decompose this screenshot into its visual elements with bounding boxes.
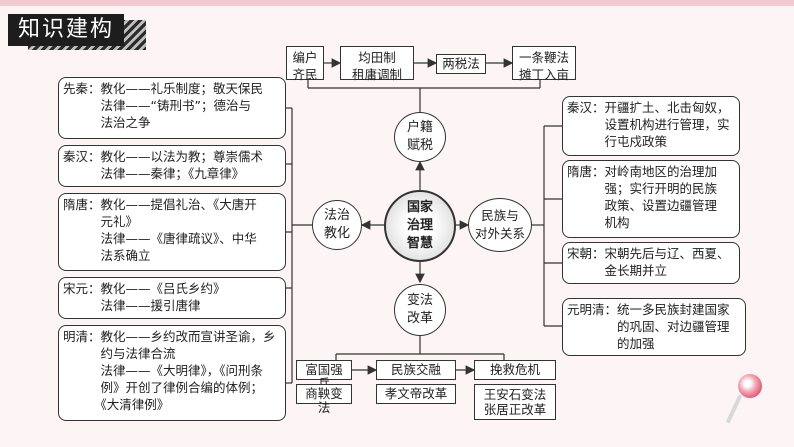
page-title: 知识建构 xyxy=(8,14,125,46)
right-box-qin-han: 秦汉：开疆扩土、北击匈奴， 设置机构进行管理，实 行屯戍政策 xyxy=(562,96,740,156)
right-box-2-line-1: 隋唐：对岭南地区的治理加 xyxy=(567,164,718,179)
left-box-4-line-2: 法律——援引唐律 xyxy=(63,298,201,313)
center-line-2: 治理 xyxy=(406,218,433,233)
node-ethnic-foreign: 民族与对外关系 xyxy=(468,198,532,252)
right-box-song: 宋朝：宋朝先后与辽、西夏、 金长期并立 xyxy=(562,242,740,284)
right-box-3-line-2: 金长期并立 xyxy=(567,263,668,278)
right-box-2-line-4: 机构 xyxy=(567,215,630,230)
bottom-chain-items-3: 王安石变法 张居正改革 xyxy=(474,384,556,420)
node-bottom-line-2: 改革 xyxy=(406,311,433,326)
left-box-5-line-1: 明清：教化——乡约改而宣讲圣谕，乡 xyxy=(63,329,276,344)
node-bottom-line-1: 变法 xyxy=(406,293,433,308)
node-left-line-1: 法治 xyxy=(323,208,350,223)
top-chain-3-line-1: 两税法 xyxy=(442,56,480,71)
right-box-4-line-3: 的加强 xyxy=(567,336,655,351)
right-box-2-line-3: 政策、设置边疆管理 xyxy=(567,198,718,213)
right-box-1-line-3: 行屯戍政策 xyxy=(567,134,668,149)
top-chain-4-line-1: 一条鞭法 xyxy=(518,50,569,65)
node-right-line-1: 民族与 xyxy=(481,208,519,223)
right-box-1-line-1: 秦汉：开疆扩土、北击匈奴， xyxy=(567,100,730,115)
bottom-chain-item-2-1: 孝文帝改革 xyxy=(376,384,456,404)
left-box-3-line-3: 法律——《唐律疏议》、中华 xyxy=(63,231,257,246)
left-box-3-line-4: 法系确立 xyxy=(63,248,151,263)
right-box-yuan-ming-qing: 元明清：统一多民族封建国家 的巩固、对边疆管理 的加强 xyxy=(562,298,746,356)
left-box-5-line-5: 《大清律例》 xyxy=(63,397,170,412)
left-box-2-line-2: 法律——秦律；《九章律》 xyxy=(63,166,245,181)
title-banner: 知识建构 xyxy=(8,14,158,50)
left-box-5-line-4: 例》开创了律例合编的体例； xyxy=(63,380,264,395)
left-box-5-line-3: 法律——《大明律》，《问刑条 xyxy=(63,363,264,378)
left-box-song-yuan: 宋元：教化——《吕氏乡约》 法律——援引唐律 xyxy=(58,277,286,319)
bottom-chain-item-1-1: 商鞅变法 xyxy=(296,384,352,415)
node-left-line-2: 教化 xyxy=(323,226,350,241)
top-chain-box-3: 两税法 xyxy=(436,54,486,74)
bottom-chain-item-3-2: 张居正改革 xyxy=(483,402,547,417)
node-reform: 变法改革 xyxy=(394,284,446,336)
node-household-tax: 户籍赋税 xyxy=(394,112,446,162)
bottom-chain-head-3: 挽救危机 xyxy=(474,360,556,380)
left-box-qin-han: 秦汉：教化——以法为教；尊崇儒术 法律——秦律；《九章律》 xyxy=(58,145,286,187)
bottom-chain-head-1: 富国强兵 xyxy=(296,360,352,391)
left-box-5-line-2: 约与法律合流 xyxy=(63,346,176,361)
top-chain-1-line-1: 编户 xyxy=(292,50,318,65)
top-chain-box-1: 编户 齐民 xyxy=(286,46,324,82)
top-chain-2-line-2: 租庸调制 xyxy=(351,67,402,82)
right-box-2-line-2: 强；实行开明的民族 xyxy=(567,181,718,196)
center-line-3: 智慧 xyxy=(406,236,433,251)
center-node: 国家 治理 智慧 xyxy=(384,190,456,262)
left-box-2-line-1: 秦汉：教化——以法为教；尊崇儒术 xyxy=(63,149,264,164)
top-chain-1-line-2: 齐民 xyxy=(292,67,318,82)
node-right-line-2: 对外关系 xyxy=(474,226,525,241)
top-chain-box-4: 一条鞭法 摊丁入亩 xyxy=(512,46,576,82)
node-top-line-1: 户籍 xyxy=(406,120,433,135)
right-box-4-line-2: 的巩固、对边疆管理 xyxy=(567,319,730,334)
left-box-1-line-3: 法治之争 xyxy=(63,115,151,130)
top-chain-box-2: 均田制 租庸调制 xyxy=(340,46,414,82)
top-accent-bar xyxy=(0,0,794,6)
left-box-1-line-2: 法律——“铸刑书”；德治与 xyxy=(63,98,251,113)
bottom-chain-item-3-1: 王安石变法 xyxy=(483,387,547,402)
node-top-line-2: 赋税 xyxy=(406,138,433,153)
left-box-3-line-1: 隋唐：教化——提倡礼治、《大唐开 xyxy=(63,197,257,212)
right-box-1-line-2: 设置机构进行管理，实 xyxy=(567,117,730,132)
left-box-3-line-2: 元礼》 xyxy=(63,214,139,229)
left-box-4-line-1: 宋元：教化——《吕氏乡约》 xyxy=(63,281,226,296)
bottom-chain-head-2: 民族交融 xyxy=(376,360,456,380)
top-chain-4-line-2: 摊丁入亩 xyxy=(518,67,569,82)
left-box-ming-qing: 明清：教化——乡约改而宣讲圣谕，乡 约与法律合流 法律——《大明律》，《问刑条 … xyxy=(58,325,286,421)
top-chain-2-line-1: 均田制 xyxy=(358,50,396,65)
center-line-1: 国家 xyxy=(406,200,433,215)
right-box-sui-tang: 隋唐：对岭南地区的治理加 强；实行开明的民族 政策、设置边疆管理 机构 xyxy=(562,160,740,238)
right-box-3-line-1: 宋朝：宋朝先后与辽、西夏、 xyxy=(567,246,730,261)
node-law-education: 法治教化 xyxy=(312,200,362,250)
left-box-pre-qin: 先秦：教化——礼乐制度；敬天保民 法律——“铸刑书”；德治与 法治之争 xyxy=(58,77,286,139)
right-box-4-line-1: 元明清：统一多民族封建国家 xyxy=(567,302,730,317)
left-box-1-line-1: 先秦：教化——礼乐制度；敬天保民 xyxy=(63,81,264,96)
lollipop-decoration xyxy=(738,374,762,398)
left-box-sui-tang: 隋唐：教化——提倡礼治、《大唐开 元礼》 法律——《唐律疏议》、中华 法系确立 xyxy=(58,193,286,271)
